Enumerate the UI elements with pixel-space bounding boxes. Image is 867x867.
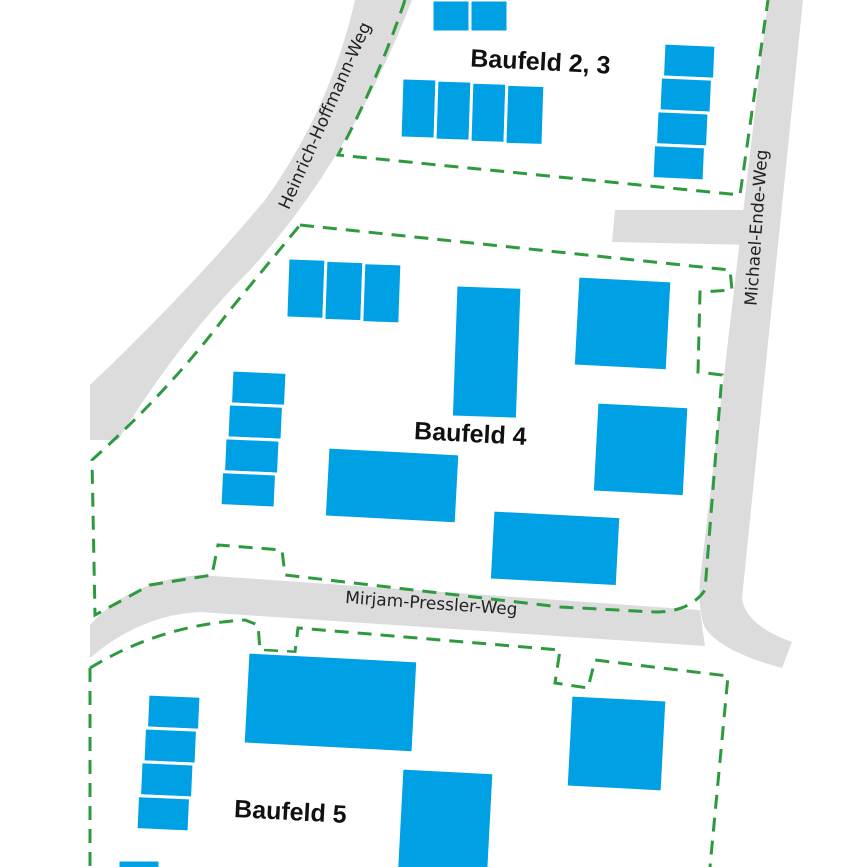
building <box>218 470 279 510</box>
building <box>430 0 472 34</box>
street-label-heinrich-hoffmann-weg: Heinrich-Hoffmann-Weg <box>275 19 376 212</box>
building <box>141 726 200 766</box>
building <box>433 78 474 143</box>
building <box>221 436 282 476</box>
buildings <box>116 0 718 867</box>
building <box>468 0 510 34</box>
building <box>228 368 289 408</box>
building <box>398 76 439 141</box>
boundary-baufeld-2-3 <box>335 0 770 197</box>
building <box>284 256 328 321</box>
field-labels: Baufeld 2, 3 Baufeld 4 Baufeld 5 <box>233 44 611 829</box>
building <box>487 508 623 589</box>
building <box>449 283 524 421</box>
building <box>503 82 547 148</box>
building <box>322 258 366 324</box>
building <box>116 858 162 867</box>
boundary-baufeld-5 <box>88 618 730 867</box>
streets <box>90 0 803 668</box>
street-mirjam-pressler-weg <box>90 575 705 658</box>
field-label-baufeld-2-3: Baufeld 2, 3 <box>470 44 612 79</box>
building <box>322 445 462 526</box>
street-heinrich-hoffmann-weg <box>90 0 412 440</box>
plot-boundaries <box>88 0 770 867</box>
building <box>650 143 708 183</box>
building <box>225 402 286 442</box>
street-michael-ende-spur <box>612 210 760 245</box>
building <box>657 75 715 115</box>
building <box>653 109 711 149</box>
building <box>360 261 404 326</box>
building <box>590 400 691 499</box>
building <box>571 274 674 373</box>
building <box>241 650 420 755</box>
field-label-baufeld-4: Baufeld 4 <box>413 417 527 451</box>
building <box>134 794 193 834</box>
building <box>660 41 718 81</box>
building <box>564 693 669 794</box>
street-michael-ende-weg <box>699 0 803 668</box>
building <box>137 760 196 800</box>
building <box>144 692 203 732</box>
field-label-baufeld-5: Baufeld 5 <box>233 795 347 829</box>
building <box>394 766 496 867</box>
building <box>468 80 509 145</box>
